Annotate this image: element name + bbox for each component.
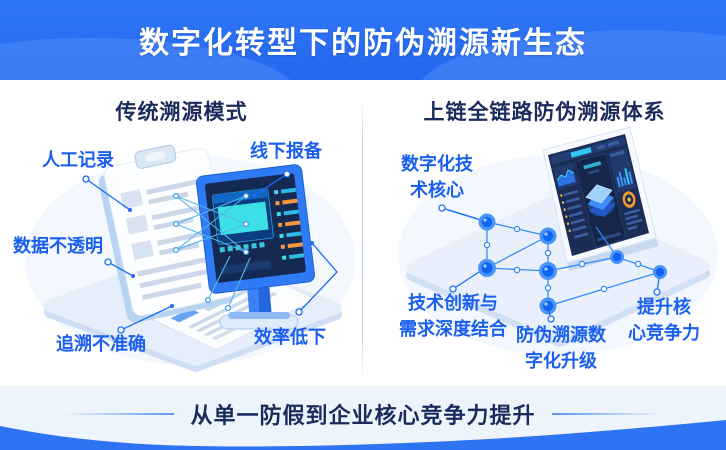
label-tech-innovation: 技术创新与 需求深度结合 <box>399 293 507 339</box>
label-offline-filing: 线下报备 <box>250 141 322 161</box>
footer-divider-line-right <box>551 413 664 415</box>
label-digital-upgrade: 防伪溯源数 字化升级 <box>516 325 606 371</box>
label-digital-core: 数字化技 术核心 <box>401 154 473 200</box>
dashboard-icon <box>542 126 659 271</box>
network-graph-icon <box>447 209 667 315</box>
leader-lines-left <box>82 170 338 334</box>
right-panel-title: 上链全链路防伪溯源体系 <box>423 101 666 124</box>
label-data-opaque: 数据不透明 <box>13 236 103 256</box>
bottom-wave <box>0 420 726 450</box>
footer-slogan: 从单一防假到企业核心竞争力提升 <box>190 403 536 428</box>
page-title: 数字化转型下的防伪溯源新生态 <box>139 27 587 60</box>
label-low-efficiency: 效率低下 <box>254 327 326 347</box>
label-core-competitiveness: 提升核 心竞争力 <box>628 297 700 343</box>
label-manual-record: 人工记录 <box>42 150 114 170</box>
panel-divider <box>362 96 363 380</box>
header-banner: 数字化转型下的防伪溯源新生态 <box>0 0 726 80</box>
monitor-icon <box>195 164 315 330</box>
left-panel-title: 传统溯源模式 <box>115 101 248 124</box>
footer-divider-line-left <box>62 413 175 415</box>
footer-row: 从单一防假到企业核心竞争力提升 <box>0 398 726 430</box>
tangled-lines <box>173 193 251 312</box>
leader-lines-right <box>438 204 661 323</box>
label-trace-inaccurate: 追溯不准确 <box>56 334 146 354</box>
